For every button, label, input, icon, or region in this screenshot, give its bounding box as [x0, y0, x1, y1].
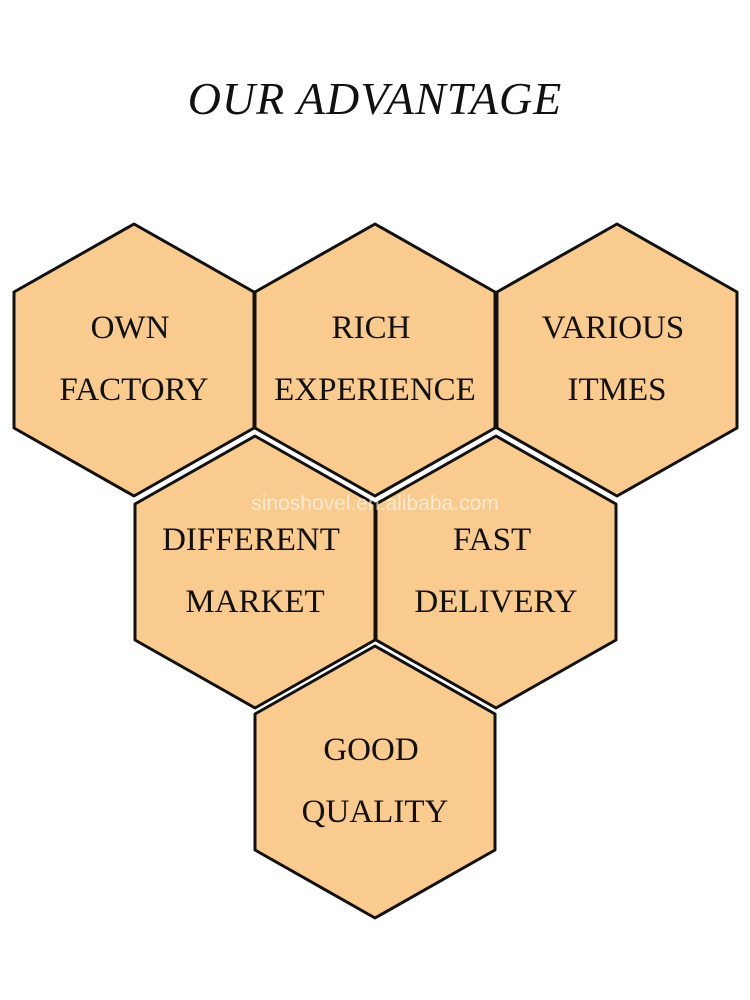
- hex-various-items: VARIOUS ITMES: [495, 222, 739, 498]
- hex-good-quality: GOOD QUALITY: [253, 644, 497, 920]
- hex-label-line2: ITMES: [568, 372, 667, 408]
- hex-own-factory: OWN FACTORY: [12, 222, 256, 498]
- hex-label-line2: QUALITY: [302, 794, 449, 830]
- hex-rich-experience: RICH EXPERIENCE: [253, 222, 497, 498]
- hex-label-line2: FACTORY: [59, 372, 208, 408]
- hex-label-line1: GOOD: [323, 732, 418, 768]
- hex-shape: [495, 222, 739, 498]
- hex-label-line2: MARKET: [185, 584, 324, 620]
- hex-label-line1: RICH: [332, 310, 411, 346]
- hex-fast-delivery: FAST DELIVERY: [374, 434, 618, 710]
- hex-shape: [374, 434, 618, 710]
- hex-label-line1: OWN: [91, 310, 170, 346]
- hex-label-line1: VARIOUS: [542, 310, 684, 346]
- hex-label-line2: EXPERIENCE: [274, 372, 476, 408]
- watermark-text: sinoshovel.en.alibaba.com: [251, 492, 499, 515]
- hex-label-line2: DELIVERY: [414, 584, 577, 620]
- page-title: OUR ADVANTAGE: [187, 73, 563, 124]
- hex-label-line1: FAST: [453, 522, 531, 558]
- hex-shape: [12, 222, 256, 498]
- hex-shape: [253, 222, 497, 498]
- hex-shape: [253, 644, 497, 920]
- hex-label-line1: DIFFERENT: [162, 522, 340, 558]
